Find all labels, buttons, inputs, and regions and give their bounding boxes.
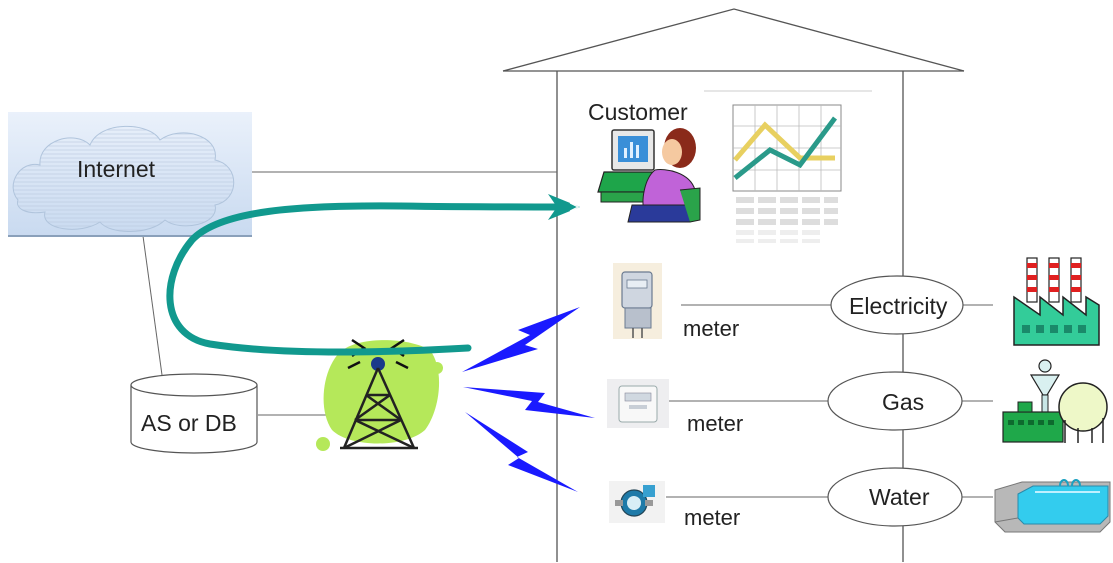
gas-meter-label: meter [687,411,744,436]
water-pool-icon [994,479,1111,533]
wireless-signal-icons [462,307,595,492]
internet-to-db-line [142,235,163,376]
water-label: Water [869,484,930,510]
gas-plant-icon [1002,359,1108,443]
electricity-label: Electricity [849,293,948,319]
electricity-meter-label: meter [683,316,740,341]
customer-label: Customer [588,99,688,125]
gas-label: Gas [882,389,925,415]
database-cylinder-icon [130,373,258,454]
person-at-computer-icon [597,128,701,223]
utility-ellipses [827,275,964,527]
data-flow-arrow [166,194,580,356]
water-meter-label: meter [684,505,741,530]
power-plant-icon [1013,257,1100,346]
connection-lines [142,171,993,498]
gas-node [827,371,963,431]
utility-meter-icon [609,481,665,523]
water-node [827,467,963,527]
utility-meter-icon [613,263,662,339]
wireless-bolt-icon [465,412,578,492]
wireless-bolt-icon [462,307,580,372]
wireless-bolt-icon [463,387,595,418]
internet-label: Internet [77,156,155,182]
line-chart-icon [704,90,872,243]
radio-tower-icon [316,338,443,451]
cloud-icon [8,112,252,237]
utility-meter-icon [607,379,669,428]
electricity-node [830,275,964,335]
database-label: AS or DB [141,410,237,436]
